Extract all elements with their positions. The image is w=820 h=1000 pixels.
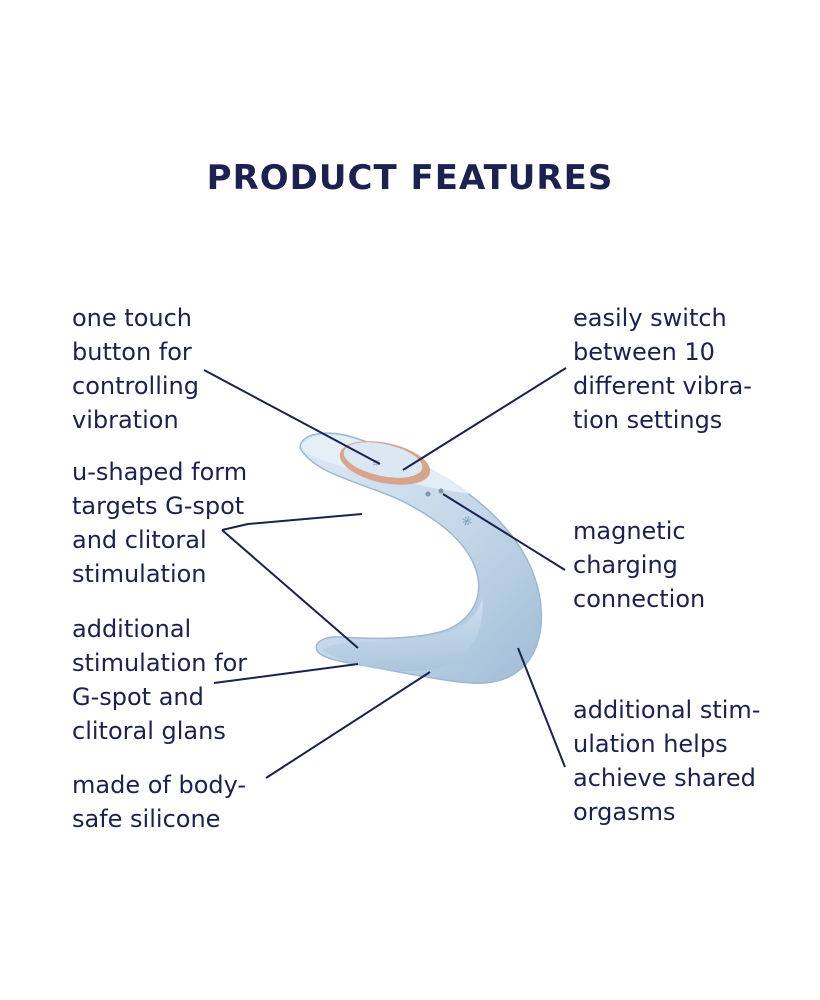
one-touch-button [343, 442, 423, 478]
feature-line: button for [72, 338, 192, 366]
leader-line-vibration [402, 367, 567, 471]
page-title: PRODUCT FEATURES [206, 158, 614, 198]
charging-contact-icon [425, 491, 431, 497]
feature-u-shaped-form: u-shaped form targets G-spot and clitora… [72, 455, 247, 591]
logo-icon: ⋇ [459, 512, 475, 531]
feature-magnetic-charging: magnetic charging connection [573, 514, 705, 616]
feature-line: additional [72, 615, 192, 643]
charging-contact-icon [438, 488, 444, 494]
feature-line: made of body- [72, 771, 247, 799]
feature-line: safe silicone [72, 805, 221, 833]
feature-line: between 10 [573, 338, 715, 366]
wave-icon: ≋ [372, 458, 380, 469]
feature-line: achieve shared [573, 764, 756, 792]
leader-line-shared [517, 647, 566, 768]
feature-line: ulation helps [573, 730, 728, 758]
leader-lines [203, 367, 567, 779]
leader-line-u-shaped [221, 513, 363, 531]
feature-line: easily switch [573, 304, 727, 332]
feature-shared-stimulation: additional stim- ulation helps achieve s… [573, 693, 760, 829]
feature-line: charging [573, 551, 678, 579]
feature-one-touch-button: one touch button for controlling vibrati… [72, 301, 199, 437]
feature-line: orgasms [573, 798, 676, 826]
feature-line: tion settings [573, 406, 723, 434]
leader-line-silicone [265, 671, 431, 779]
feature-line: one touch [72, 304, 192, 332]
feature-line: connection [573, 585, 706, 613]
feature-body-safe-silicone: made of body- safe silicone [72, 768, 246, 836]
device-inner-arm [322, 598, 483, 672]
leader-line-u-shaped-lower [221, 529, 359, 649]
leader-line-one-touch [203, 369, 381, 465]
feature-line: clitoral glans [72, 717, 226, 745]
feature-line: targets G-spot [72, 492, 245, 520]
feature-line: different vibra- [573, 372, 752, 400]
feature-line: vibration [72, 406, 179, 434]
leader-line-additional [213, 663, 359, 684]
feature-line: u-shaped form [72, 458, 248, 486]
feature-line: magnetic [573, 517, 686, 545]
leader-line-magnetic [442, 493, 566, 571]
feature-line: stimulation [72, 560, 207, 588]
feature-line: stimulation for [72, 649, 248, 677]
feature-line: additional stim- [573, 696, 761, 724]
feature-line: G-spot and [72, 683, 204, 711]
feature-additional-stimulation: additional stimulation for G-spot and cl… [72, 612, 247, 748]
feature-line: controlling [72, 372, 199, 400]
feature-line: and clitoral [72, 526, 207, 554]
feature-vibration-settings: easily switch between 10 different vibra… [573, 301, 752, 437]
